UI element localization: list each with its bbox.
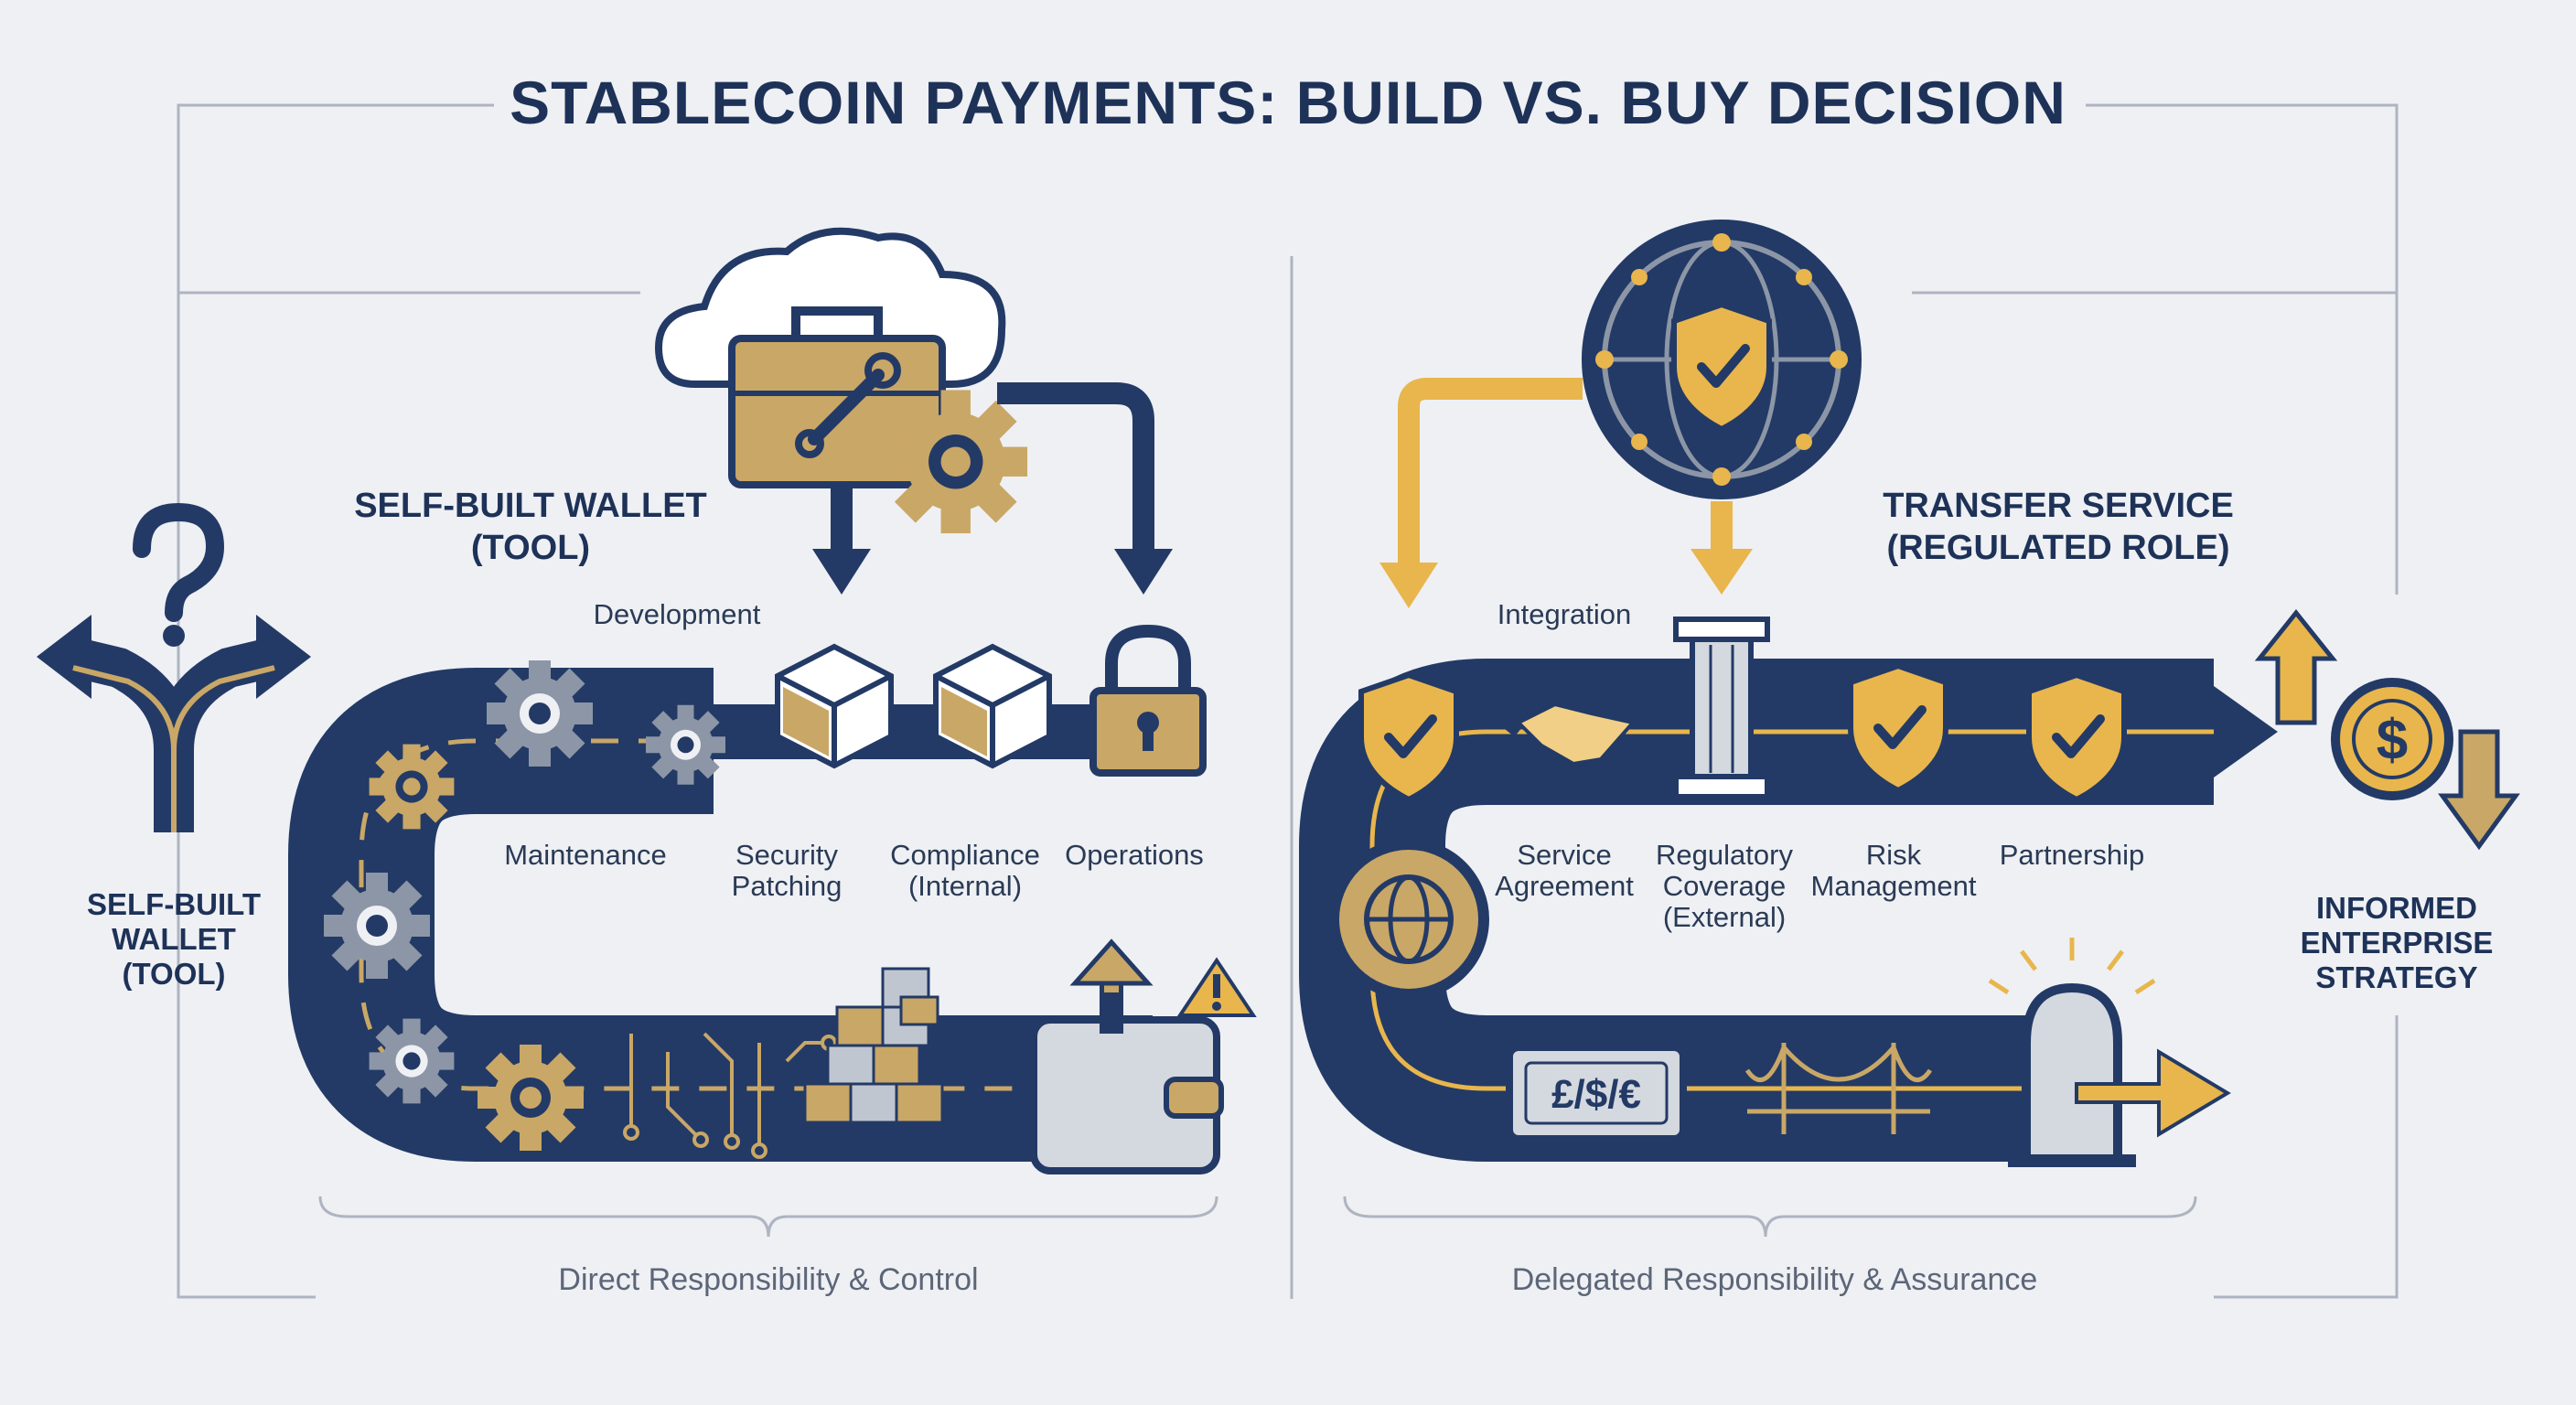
gateway-arrow-icon xyxy=(1988,938,2231,1167)
step-integration: Integration xyxy=(1497,598,1632,630)
page-title: STABLECOIN PAYMENTS: BUILD VS. BUY DECIS… xyxy=(510,69,2066,136)
arrow-up-icon xyxy=(2254,608,2338,725)
gear-icon-lower xyxy=(369,1018,455,1104)
gear-icon-toolbox xyxy=(884,390,1028,534)
label-line: Coverage xyxy=(1662,870,1787,902)
globe-shield-icon xyxy=(1582,220,1862,499)
label-line: (Internal) xyxy=(907,870,1023,902)
dollar-coin-icon: $ xyxy=(2331,678,2453,800)
cube-icon-2 xyxy=(936,647,1049,766)
heading-line: TRANSFER SERVICE xyxy=(1883,487,2234,525)
gear-icon-small xyxy=(646,704,725,785)
outcome-line: INFORMED xyxy=(2316,891,2477,925)
label-line: Compliance xyxy=(890,839,1040,871)
wallet-icon xyxy=(1030,938,1224,1174)
side-label-self-built: SELF-BUILT WALLET (TOOL) xyxy=(55,887,293,992)
side-label-line: SELF-BUILT xyxy=(86,887,262,921)
svg-text:$: $ xyxy=(2377,709,2408,772)
step-compliance: Compliance (Internal) xyxy=(874,840,1057,902)
gear-icon-gold xyxy=(369,744,455,830)
outcome-label: INFORMED ENTERPRISE STRATEGY xyxy=(2269,891,2525,995)
label-line: Management xyxy=(1810,870,1977,902)
step-risk-management: Risk Management xyxy=(1802,840,1985,902)
flow-arrows-right xyxy=(1379,378,1753,608)
lock-icon xyxy=(1089,624,1207,777)
label-line: Service xyxy=(1517,839,1612,871)
footer-delegated-responsibility: Delegated Responsibility & Assurance xyxy=(1511,1262,2038,1297)
decision-fork-icon xyxy=(37,615,311,832)
gear-icon-large xyxy=(324,873,430,979)
label-line: (External) xyxy=(1662,901,1787,933)
label-line: Agreement xyxy=(1495,870,1634,902)
currency-note-icon xyxy=(1506,1044,1687,1142)
pillar-icon xyxy=(1673,617,1770,799)
heading-line: (TOOL) xyxy=(470,529,591,567)
step-partnership: Partnership xyxy=(1999,839,2145,871)
bridge-icon xyxy=(1744,1043,1933,1134)
outcome-line: ENTERPRISE xyxy=(2300,926,2494,960)
handshake-icon xyxy=(1491,702,1659,767)
step-operations: Operations xyxy=(1065,839,1204,871)
arrow-down-icon xyxy=(2438,729,2520,851)
step-security-patching: Security Patching xyxy=(695,840,878,902)
label-line: Security xyxy=(735,839,838,871)
globe-icon xyxy=(1328,839,1489,1000)
outcome-line: STRATEGY xyxy=(2315,960,2478,994)
transfer-service-heading: TRANSFER SERVICE (REGULATED ROLE) xyxy=(1820,485,2296,569)
gear-icon xyxy=(487,660,593,767)
flow-arrows-left xyxy=(812,382,1173,595)
warning-icon xyxy=(1176,957,1257,1017)
gear-icon-gold-lower xyxy=(478,1045,584,1151)
currency-label: £/$/€ xyxy=(1551,1072,1641,1117)
step-maintenance: Maintenance xyxy=(504,839,667,871)
label-line: Regulatory xyxy=(1656,839,1793,871)
blocks-icon xyxy=(803,967,944,1124)
step-development: Development xyxy=(593,598,761,630)
label-line: Patching xyxy=(731,870,843,902)
side-label-line: WALLET xyxy=(112,922,236,956)
heading-line: (REGULATED ROLE) xyxy=(1886,529,2230,567)
step-service-agreement: Service Agreement xyxy=(1473,840,1656,902)
question-mark-icon xyxy=(133,502,225,647)
footer-direct-responsibility: Direct Responsibility & Control xyxy=(558,1262,979,1297)
step-regulatory-coverage: Regulatory Coverage (External) xyxy=(1633,840,1816,933)
cube-icon xyxy=(778,647,891,766)
heading-line: SELF-BUILT WALLET xyxy=(354,487,707,525)
side-label-line: (TOOL) xyxy=(122,957,226,991)
self-built-wallet-heading: SELF-BUILT WALLET (TOOL) xyxy=(311,485,750,569)
label-line: Risk xyxy=(1865,839,1922,871)
